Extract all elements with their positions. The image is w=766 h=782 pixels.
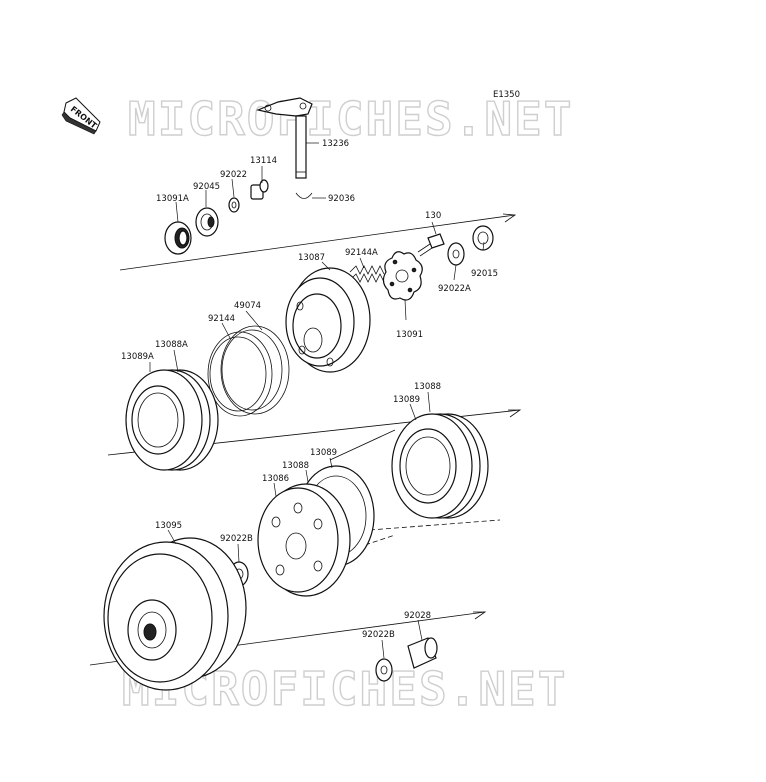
pin-13114 bbox=[250, 179, 269, 200]
front-arrow-icon: FRONT bbox=[61, 97, 101, 135]
ring-49074 bbox=[220, 325, 290, 415]
seal-13091A bbox=[164, 221, 192, 255]
label-13088A: 13088A bbox=[155, 340, 188, 350]
label-130: 130 bbox=[425, 211, 441, 221]
hub-13087 bbox=[285, 267, 371, 373]
label-92015: 92015 bbox=[471, 269, 498, 279]
leader-lines bbox=[149, 142, 485, 659]
release-lever-13236 bbox=[255, 97, 313, 179]
plate-13086 bbox=[257, 483, 351, 597]
clip-92036 bbox=[295, 192, 313, 199]
label-92022B: 92022B bbox=[220, 534, 253, 544]
nut-92015 bbox=[472, 225, 494, 251]
label-92028: 92028 bbox=[404, 611, 431, 621]
label-13089: 13089 bbox=[393, 395, 420, 405]
plate-stack-13088-13089 bbox=[391, 413, 489, 519]
label-13089-middle: 13089 bbox=[310, 448, 337, 458]
part-labels: 13236 13114 92022 92045 13091A 92036 130… bbox=[121, 139, 498, 640]
plate-stack-13088A-13089A bbox=[125, 369, 219, 471]
spring-92144A bbox=[349, 265, 385, 283]
plate-13091 bbox=[382, 251, 423, 301]
label-92022A: 92022A bbox=[438, 284, 471, 294]
washer-92022A bbox=[447, 242, 465, 266]
label-13114: 13114 bbox=[250, 156, 277, 166]
label-49074: 49074 bbox=[234, 301, 261, 311]
label-13091: 13091 bbox=[396, 330, 423, 340]
label-92036: 92036 bbox=[328, 194, 355, 204]
label-92045: 92045 bbox=[193, 182, 220, 192]
label-92144A: 92144A bbox=[345, 248, 378, 258]
label-13086: 13086 bbox=[262, 474, 289, 484]
ring-92144 bbox=[207, 331, 273, 417]
watermark-top: MICROFICHES.NET bbox=[128, 92, 573, 146]
diagram-code: E1350 bbox=[493, 90, 520, 100]
sleeve-92028 bbox=[407, 637, 438, 669]
washer-92022 bbox=[228, 197, 240, 213]
label-13095: 13095 bbox=[155, 521, 182, 531]
label-92022B-lower: 92022B bbox=[362, 630, 395, 640]
label-13089A: 13089A bbox=[121, 352, 154, 362]
label-13088-middle: 13088 bbox=[282, 461, 309, 471]
label-13091A: 13091A bbox=[156, 194, 189, 204]
washer-92022B-lower bbox=[375, 658, 393, 682]
bolt-130 bbox=[417, 233, 445, 257]
label-13088: 13088 bbox=[414, 382, 441, 392]
label-92022: 92022 bbox=[220, 170, 247, 180]
label-92144: 92144 bbox=[208, 314, 235, 324]
label-13087: 13087 bbox=[298, 253, 325, 263]
housing-13095 bbox=[103, 537, 247, 691]
bearing-92045 bbox=[195, 207, 219, 237]
label-13236: 13236 bbox=[322, 139, 349, 149]
